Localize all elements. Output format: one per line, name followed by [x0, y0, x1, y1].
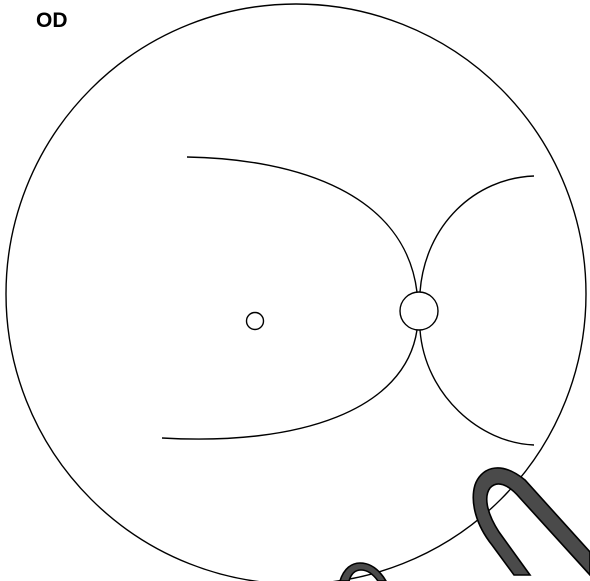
horseshoe-tear [473, 468, 590, 575]
fovea [247, 313, 264, 330]
superior-temporal-arcade [187, 157, 417, 292]
inferior-temporal-arcade [162, 330, 417, 439]
superior-nasal-arcade [420, 176, 534, 292]
optic-disc [400, 292, 438, 330]
retinal-tear-partial [340, 563, 386, 581]
inferior-nasal-arcade [420, 330, 534, 445]
retina-boundary [6, 4, 586, 581]
